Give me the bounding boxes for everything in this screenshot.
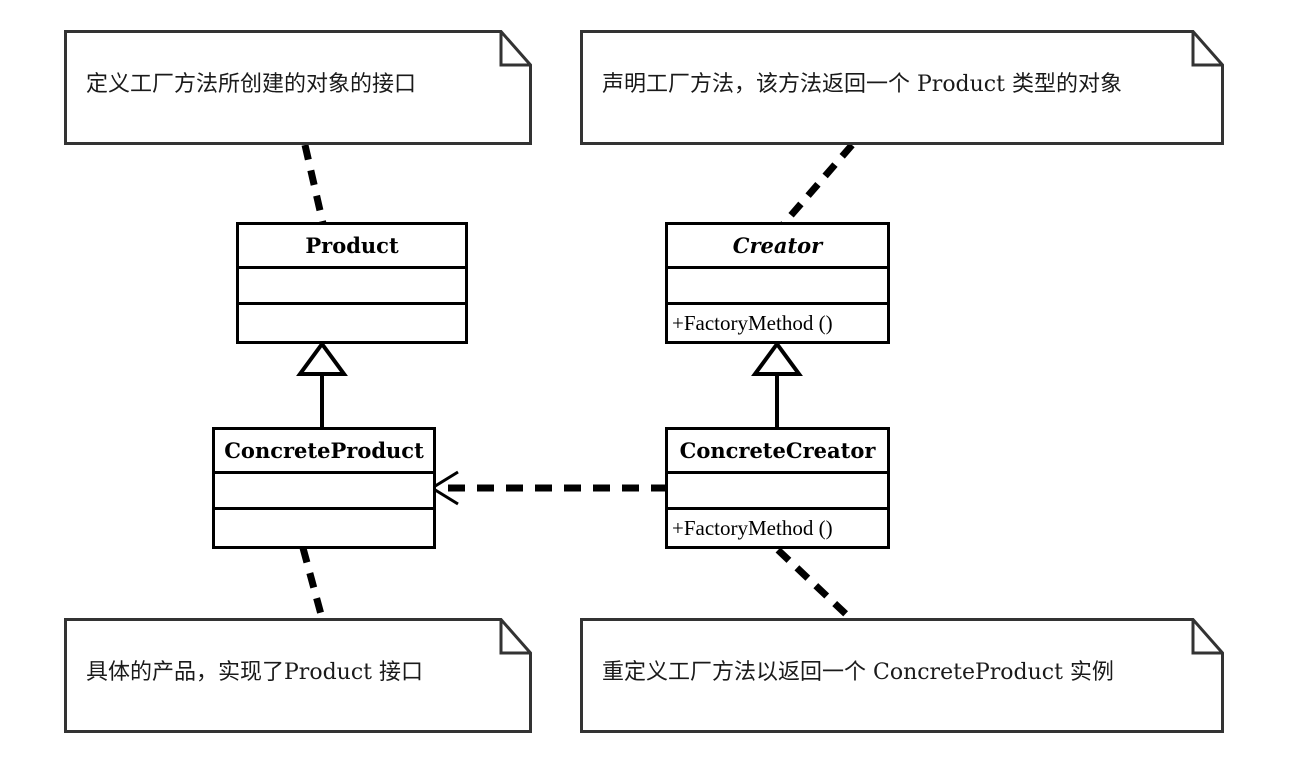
note-creator-label: 声明工厂方法，该方法返回一个 Product 类型的对象: [602, 72, 1122, 97]
note-product[interactable]: 定义工厂方法所创建的对象的接口: [64, 30, 532, 145]
class-operations-row-concrete-creator: +FactoryMethod (): [668, 510, 887, 546]
note-connector-product: [301, 144, 328, 229]
class-name-label-concrete-product: ConcreteProduct: [224, 438, 424, 463]
class-box-creator[interactable]: Creator +FactoryMethod (): [665, 222, 890, 344]
class-box-concrete-creator[interactable]: ConcreteCreator +FactoryMethod (): [665, 427, 890, 549]
note-product-label: 定义工厂方法所创建的对象的接口: [86, 72, 417, 97]
generalization-arrow-product: [296, 340, 348, 427]
note-connector-concrete-product: [299, 547, 326, 619]
class-box-product[interactable]: Product: [236, 222, 468, 344]
note-concrete-product-label: 具体的产品，实现了Product 接口: [86, 660, 423, 685]
generalization-arrow-creator: [751, 340, 803, 427]
class-name-row-creator: Creator: [668, 225, 887, 269]
note-connector-creator: [777, 142, 855, 231]
class-operations-row-product: [239, 305, 465, 341]
class-name-row-concrete-creator: ConcreteCreator: [668, 430, 887, 474]
class-name-row-product: Product: [239, 225, 465, 269]
class-name-label-product: Product: [305, 233, 399, 258]
class-operations-row-concrete-product: [215, 510, 433, 546]
operation-label-creator-factorymethod: +FactoryMethod (): [672, 310, 833, 335]
note-concrete-creator-label: 重定义工厂方法以返回一个 ConcreteProduct 实例: [602, 660, 1114, 685]
note-shape: [64, 618, 532, 733]
note-shape: [580, 30, 1224, 145]
class-box-concrete-product[interactable]: ConcreteProduct: [212, 427, 436, 549]
note-shape: [64, 30, 532, 145]
dependency-arrow-creates: [429, 470, 668, 506]
note-shape: [580, 618, 1224, 733]
class-attributes-row-product: [239, 269, 465, 305]
class-attributes-row-concrete-product: [215, 474, 433, 510]
class-operations-row-creator: +FactoryMethod (): [668, 305, 887, 341]
note-connector-concrete-creator: [775, 547, 853, 621]
note-concrete-product[interactable]: 具体的产品，实现了Product 接口: [64, 618, 532, 733]
class-attributes-row-creator: [668, 269, 887, 305]
note-concrete-creator[interactable]: 重定义工厂方法以返回一个 ConcreteProduct 实例: [580, 618, 1224, 733]
note-creator[interactable]: 声明工厂方法，该方法返回一个 Product 类型的对象: [580, 30, 1224, 145]
class-name-row-concrete-product: ConcreteProduct: [215, 430, 433, 474]
class-name-label-creator: Creator: [732, 233, 823, 258]
class-attributes-row-concrete-creator: [668, 474, 887, 510]
class-name-label-concrete-creator: ConcreteCreator: [679, 438, 876, 463]
operation-label-concrete-creator-factorymethod: +FactoryMethod (): [672, 515, 833, 540]
